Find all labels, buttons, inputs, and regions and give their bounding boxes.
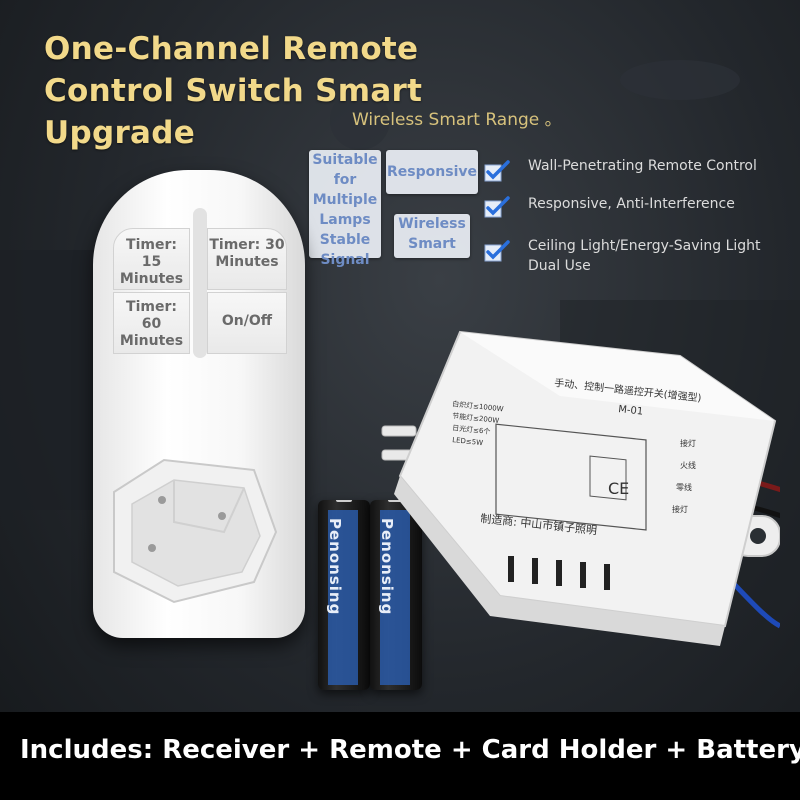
range-subtitle: Wireless Smart Range 。 bbox=[352, 110, 562, 130]
feature-item: Wall-Penetrating Remote Control bbox=[484, 156, 784, 196]
receiver-module: 手动、控制一路遥控开关(增强型) M-01 白炽灯≤1000W 节能灯≤200W… bbox=[381, 330, 780, 646]
feature-list: Wall-Penetrating Remote Control Responsi… bbox=[484, 156, 784, 276]
spec-line: LED≤5W bbox=[452, 436, 484, 447]
badge-multiple-lamps: Suitable for Multiple Lamps Stable Signa… bbox=[309, 150, 381, 268]
card-holder bbox=[113, 458, 278, 604]
product-title: One-Channel Remote Control Switch Smart … bbox=[44, 31, 423, 151]
battery-cap bbox=[336, 500, 352, 502]
feature-text: Ceiling Light/Energy-Saving Light Dual U… bbox=[528, 238, 761, 274]
badge-wireless-smart: Wireless Smart bbox=[394, 214, 470, 258]
terminal-label: 接灯 bbox=[680, 438, 696, 448]
battery-brand: Penonsing bbox=[326, 518, 344, 616]
check-icon bbox=[484, 196, 510, 218]
ce-mark: CE bbox=[608, 479, 629, 498]
battery: Penonsing bbox=[318, 500, 370, 690]
timer-60-button[interactable]: Timer: 60 Minutes bbox=[113, 292, 190, 354]
battery-label bbox=[328, 510, 358, 685]
badge-responsive: Responsive bbox=[386, 150, 478, 194]
package-contents: Includes: Receiver + Remote + Card Holde… bbox=[20, 735, 800, 765]
terminal-label: 火线 bbox=[680, 460, 696, 470]
terminal-label: 接灯 bbox=[672, 504, 688, 514]
battery-cap bbox=[388, 500, 404, 502]
battery: Penonsing bbox=[370, 500, 422, 690]
battery-label bbox=[380, 510, 410, 685]
remote-divider bbox=[193, 208, 207, 358]
footer-bar bbox=[0, 712, 800, 800]
timer-15-button[interactable]: Timer: 15 Minutes bbox=[113, 228, 190, 290]
feature-item: Responsive, Anti-Interference bbox=[484, 196, 784, 236]
terminal-label: 零线 bbox=[676, 482, 692, 492]
on-off-button[interactable]: On/Off bbox=[207, 292, 287, 354]
check-icon bbox=[484, 160, 510, 182]
bg-ceiling-lamp bbox=[620, 60, 740, 100]
feature-item: Ceiling Light/Energy-Saving Light Dual U… bbox=[484, 236, 784, 276]
timer-30-button[interactable]: Timer: 30 Minutes bbox=[207, 228, 287, 290]
spec-line: 日光灯≤6个 bbox=[452, 423, 491, 436]
bg-ceiling-lamp bbox=[330, 90, 390, 150]
receiver-model: M-01 bbox=[618, 404, 644, 418]
bg-shelf bbox=[0, 250, 110, 510]
feature-text: Responsive, Anti-Interference bbox=[528, 196, 735, 212]
feature-text: Wall-Penetrating Remote Control bbox=[528, 158, 757, 174]
check-icon bbox=[484, 240, 510, 262]
